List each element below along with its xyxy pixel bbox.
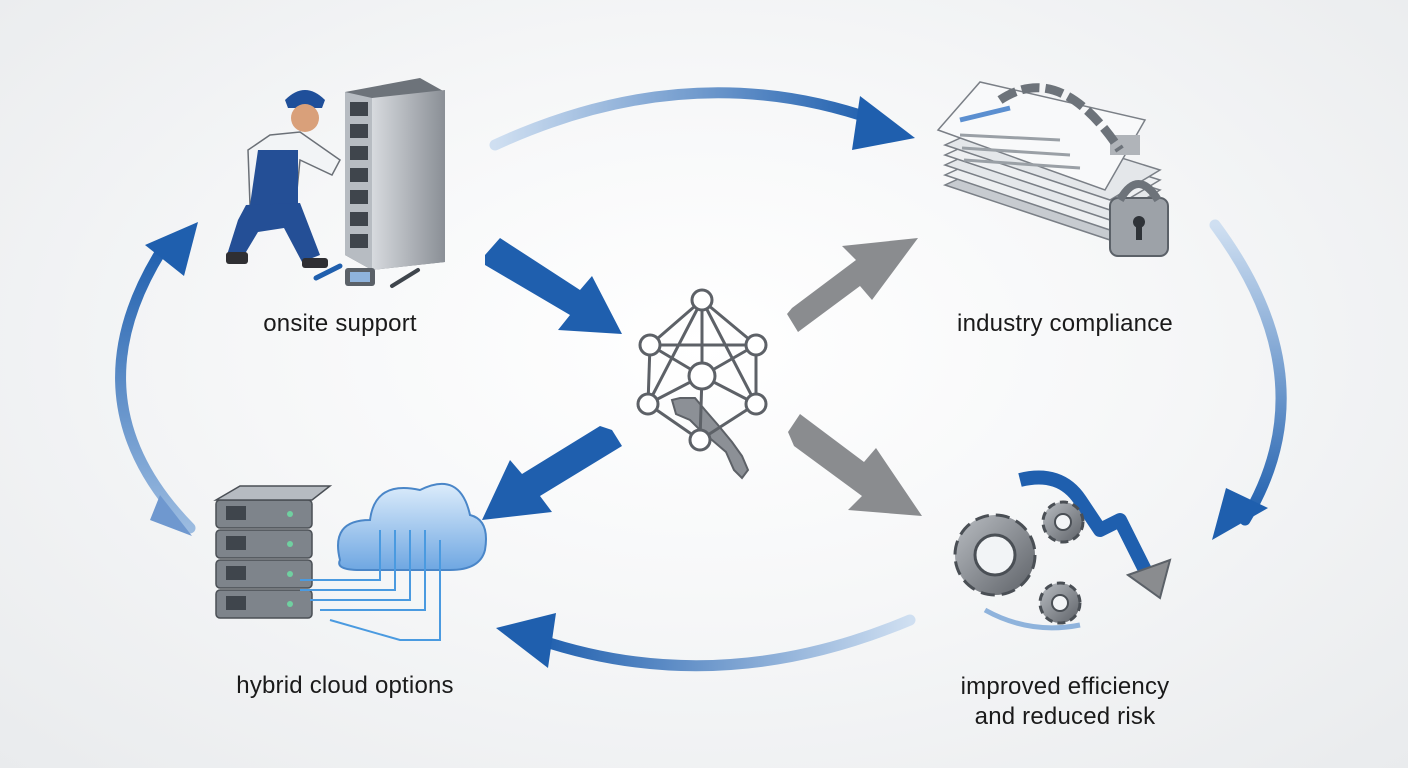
locked-documents-icon xyxy=(936,81,1169,257)
arrow-right-curved xyxy=(1209,219,1287,540)
arrow-left-curved xyxy=(115,222,198,536)
arrow-onsite-to-center xyxy=(485,238,622,334)
gears-downtrend-icon xyxy=(953,470,1172,631)
arrow-center-to-hybrid xyxy=(482,426,622,520)
arrow-center-to-compliance xyxy=(787,238,918,332)
technician-server-rack-icon xyxy=(226,78,445,288)
arrow-top-curved xyxy=(489,87,915,151)
label-efficiency-line2: and reduced risk xyxy=(974,703,1156,730)
arrow-bottom-curved xyxy=(496,613,916,672)
label-industry-compliance: industry compliance xyxy=(957,310,1173,337)
network-florida-icon xyxy=(636,288,768,480)
server-cloud-icon xyxy=(213,482,487,641)
label-hybrid-cloud-options: hybrid cloud options xyxy=(236,672,454,699)
label-improved-efficiency: improved efficiency and reduced risk xyxy=(900,672,1230,732)
label-onsite-support: onsite support xyxy=(263,310,417,337)
label-efficiency-line1: improved efficiency xyxy=(960,673,1170,700)
arrow-center-to-efficiency xyxy=(788,414,922,516)
